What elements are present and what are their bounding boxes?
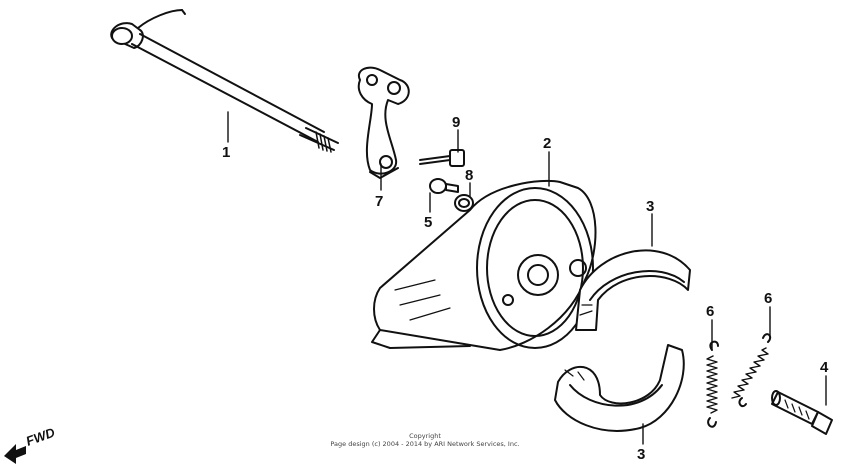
callout-9: 9: [452, 114, 460, 131]
washer-part: [429, 178, 459, 194]
callout-3-lower: 3: [637, 446, 645, 463]
callout-6-right: 6: [764, 290, 772, 307]
callout-1: 1: [222, 144, 230, 161]
spring-left-part: [706, 340, 719, 428]
forward-label: FWD: [24, 424, 58, 448]
seal-part: [454, 194, 474, 212]
copyright-line-2: Page design (c) 2004 - 2014 by ARI Netwo…: [330, 440, 520, 448]
callout-2: 2: [543, 135, 551, 152]
callout-7: 7: [375, 193, 383, 210]
callout-8: 8: [465, 167, 473, 184]
brake-shoe-lower-part: [554, 344, 685, 432]
spring-right-part: [731, 333, 772, 408]
bolt-part: [419, 149, 465, 167]
brake-panel-part: [371, 179, 597, 351]
callout-5: 5: [424, 214, 432, 231]
brake-shoe-upper-part: [575, 249, 691, 331]
copyright-line-1: Copyright: [409, 432, 441, 440]
cam-pin-part: [771, 390, 833, 435]
brake-arm-part: [357, 66, 410, 179]
callout-6-left: 6: [706, 303, 714, 320]
axle-part: [110, 9, 339, 153]
callout-3-upper: 3: [646, 198, 654, 215]
forward-arrow-icon: [4, 444, 26, 464]
callout-4: 4: [820, 359, 829, 376]
